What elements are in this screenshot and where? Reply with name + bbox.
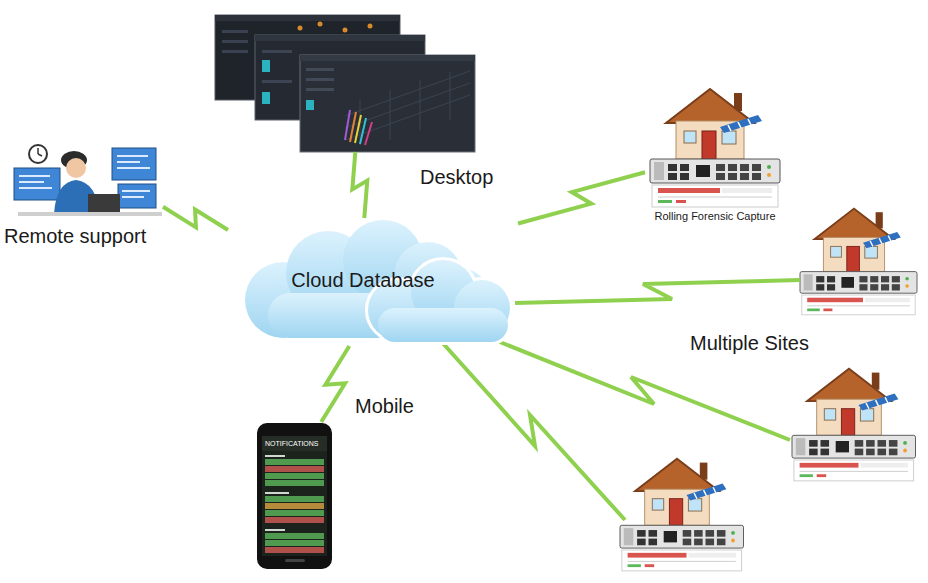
node-label: Remote support <box>4 224 146 248</box>
desktop-screens <box>215 15 475 152</box>
group-label: Multiple Sites <box>690 331 809 355</box>
cloud-database: Cloud Database <box>228 218 518 346</box>
node-label: Desktop <box>420 165 493 189</box>
site-house-appliance <box>650 89 780 207</box>
lightning-link <box>352 152 367 218</box>
screen-heading: NOTIFICATIONS <box>265 440 319 448</box>
desktop-screens: Desktop <box>215 15 477 152</box>
lightning-link <box>321 346 349 422</box>
lightning-link <box>515 280 800 303</box>
node-label: Mobile <box>355 394 414 418</box>
cloud-base <box>378 308 508 342</box>
site-house-appliance <box>792 369 916 481</box>
remote-support-station: Remote support <box>8 140 163 218</box>
mobile-phone <box>257 423 332 569</box>
lightning-link <box>163 207 228 230</box>
node-label: Cloud Database <box>228 268 498 292</box>
cloud-base <box>378 308 508 342</box>
remote-support-person <box>14 145 162 216</box>
site-house-appliance <box>800 209 917 315</box>
lightning-link <box>440 340 625 520</box>
node-label: Rolling Forensic Capture <box>645 210 785 223</box>
site-appliance: Rolling Forensic Capture <box>645 82 785 206</box>
lightning-link <box>518 172 645 223</box>
site-house-appliance <box>620 459 744 571</box>
